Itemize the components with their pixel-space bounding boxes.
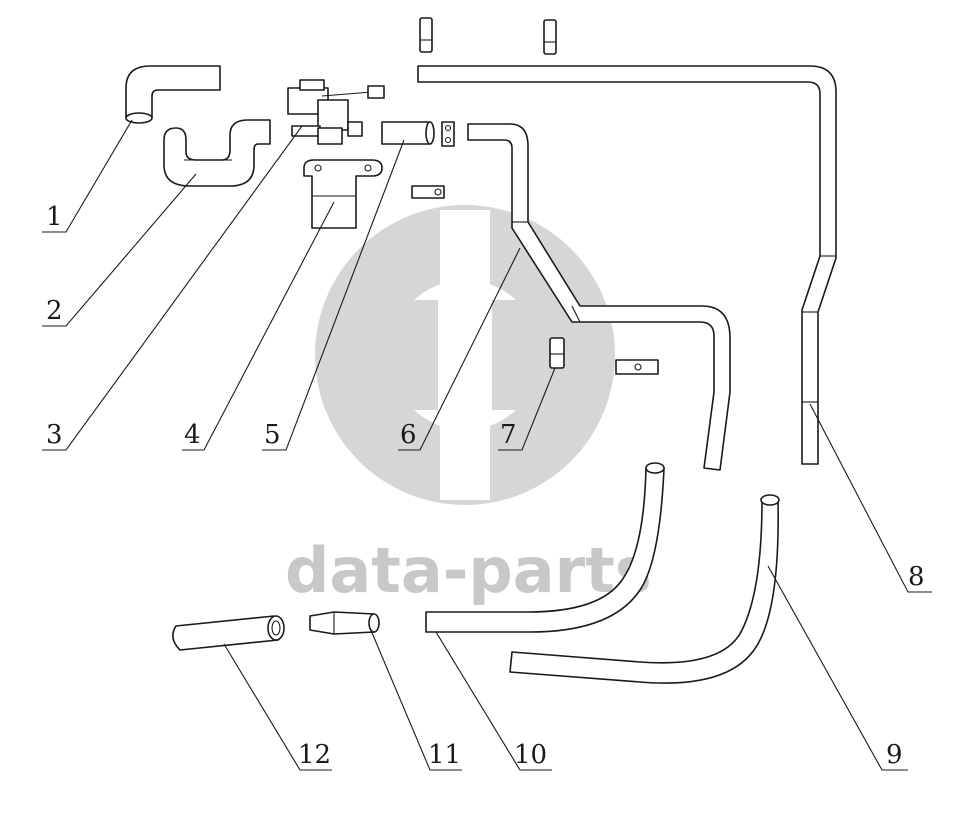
callout-label-9: 9 [886,740,903,770]
bolt-top-right [543,19,557,55]
callout-10: 10 [435,631,552,771]
callout-2: 2 [42,173,197,327]
clamp-right [615,359,659,375]
small-clip-top [411,185,445,199]
callout-label-6: 6 [400,420,417,450]
callout-label-11: 11 [428,740,461,770]
part-9-curved-hose [509,494,780,684]
part-5-sleeve [381,121,455,147]
callout-3: 3 [42,125,303,451]
callout-6: 6 [398,247,521,451]
callout-label-10: 10 [514,740,547,770]
callout-1: 1 [42,119,133,233]
part-4-bracket [303,159,383,229]
callout-label-12: 12 [298,740,331,770]
callout-9: 9 [767,565,908,771]
callout-5: 5 [262,139,405,451]
callout-4: 4 [182,201,335,451]
callout-label-5: 5 [264,420,281,450]
callout-label-4: 4 [184,420,201,450]
callout-label-3: 3 [46,420,63,450]
watermark-logo-bar [440,210,490,500]
callout-11: 11 [369,627,462,771]
watermark: data-parts [285,205,652,607]
part-11-reducer [309,611,380,635]
part-1-elbow-hose [125,65,221,124]
watermark-logo-bar-left [378,300,438,410]
callout-12: 12 [223,643,332,771]
callout-label-1: 1 [46,202,63,232]
callout-label-7: 7 [500,420,517,450]
watermark-text: data-parts [285,534,652,607]
part-8-long-pipe [417,65,837,465]
part-10-curved-hose [425,462,665,633]
part-2-s-hose [163,119,271,187]
callout-7: 7 [498,367,556,451]
callout-label-2: 2 [46,296,63,326]
part-6-bent-pipe [467,123,731,471]
callout-8: 8 [809,403,932,593]
part-12-straight-hose [172,615,285,651]
watermark-logo-bar-right [492,300,552,410]
part-7-bolt [549,337,565,369]
bolt-top-left [419,17,433,53]
callout-label-8: 8 [908,562,925,592]
part-3-valve-assembly [287,79,385,145]
